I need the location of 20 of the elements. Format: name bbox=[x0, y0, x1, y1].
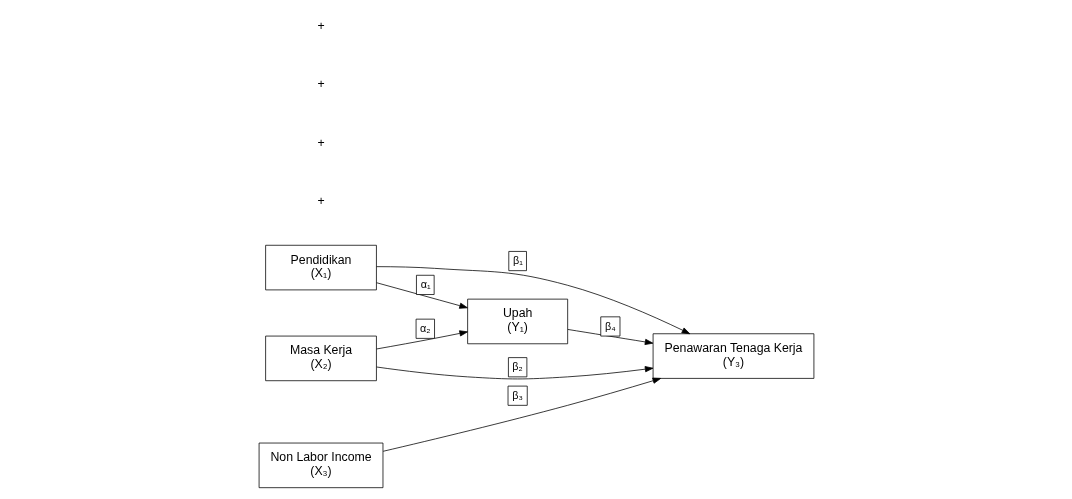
edge-label: β₂ bbox=[511, 360, 523, 373]
label: + bbox=[316, 18, 325, 33]
label: + bbox=[316, 77, 325, 92]
arrow bbox=[566, 329, 653, 345]
arrow bbox=[375, 282, 468, 309]
node-box: Masa Kerja (X₂) bbox=[264, 335, 377, 382]
label: + bbox=[316, 194, 325, 209]
edge-label: β₄ bbox=[604, 319, 616, 332]
edge-label: α₁ bbox=[420, 278, 431, 291]
arrow bbox=[382, 377, 661, 452]
node-box: Upah (Y₁) bbox=[466, 298, 568, 345]
edge-label: α₂ bbox=[419, 322, 430, 334]
edge-label: β₁ bbox=[512, 254, 523, 267]
edge-label: β₃ bbox=[511, 388, 523, 401]
node-box: Penawaran Tenaga Kerja (Y₃) bbox=[652, 333, 814, 379]
arrow bbox=[375, 366, 653, 380]
label: + bbox=[316, 135, 325, 150]
node-box: Non Labor Income (X₃) bbox=[258, 442, 383, 489]
arrow bbox=[375, 330, 468, 350]
node-box: Pendidikan (X₁) bbox=[264, 244, 377, 291]
